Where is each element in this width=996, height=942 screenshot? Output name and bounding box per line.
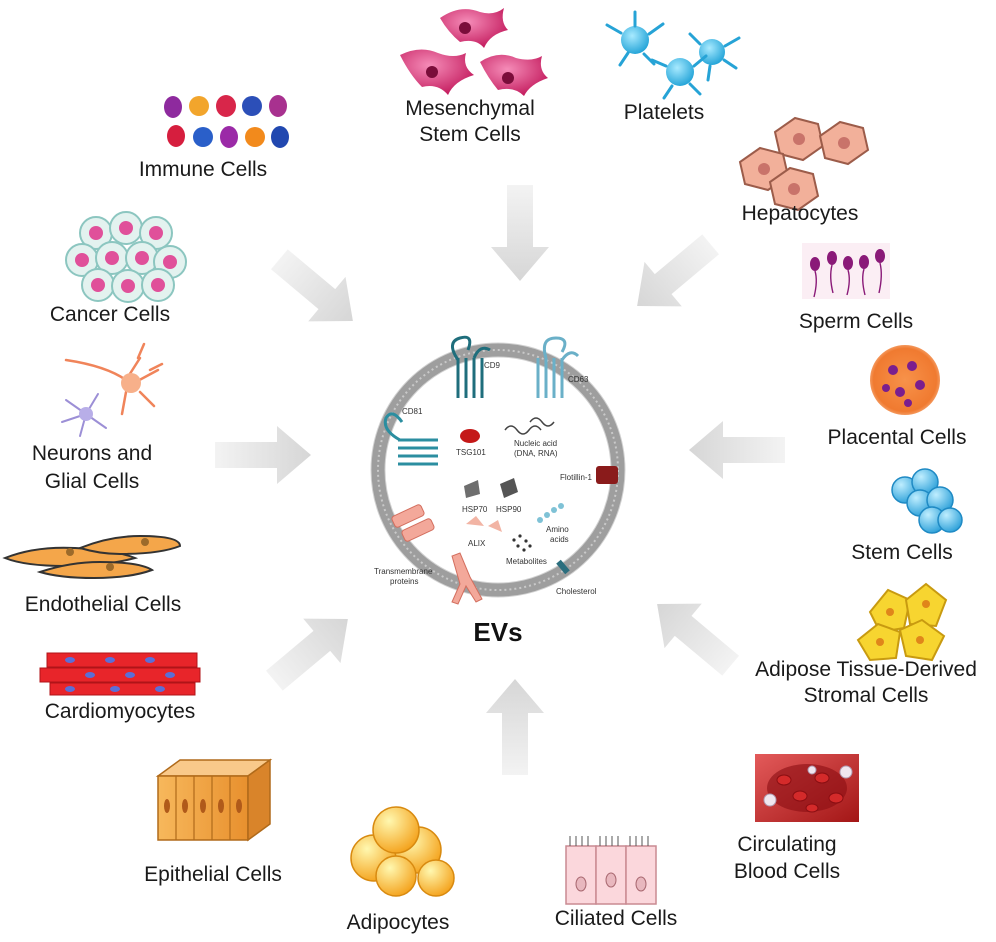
label-endothelial-cells: Endothelial Cells [24,593,182,616]
label-circulating-1: Circulating [737,833,837,856]
adipocytes-illustration [350,806,455,897]
label-metabolites: Metabolites [506,557,547,566]
label-ciliated-cells: Ciliated Cells [554,907,678,930]
cardiomyocytes-illustration [39,652,201,696]
label-alix: ALIX [468,539,486,548]
label-sperm-cells: Sperm Cells [798,310,914,333]
label-tsg101: TSG101 [456,448,486,457]
label-mesenchymal-1: Mesenchymal [405,97,535,120]
transmembrane-shape [391,504,483,605]
label-amino-2: acids [550,535,569,544]
arrow-placental [689,421,785,479]
arrows [215,185,785,775]
arrow-adipose [657,603,739,676]
cholesterol-shape [556,559,570,575]
label-hepatocytes: Hepatocytes [741,202,859,225]
label-cd9: CD9 [484,361,501,370]
mesenchymal-stem-cells-illustration [400,8,548,96]
cd81-protein [383,412,438,466]
platelets-illustration [605,10,741,100]
label-immune-cells: Immune Cells [138,158,268,181]
label-cancer-cells: Cancer Cells [49,303,171,326]
label-epithelial-cells: Epithelial Cells [144,863,282,886]
immune-cells-illustration [164,95,289,148]
arrow-immune [271,249,353,322]
arrow-cardio [266,618,348,691]
ev-title: EVs [473,617,523,647]
cancer-cells-illustration [65,211,187,303]
arrow-ciliated [486,679,544,775]
label-transmembrane: Transmembrane [374,567,433,576]
label-amino: Amino [546,525,569,534]
sperm-cells-illustration [802,243,890,299]
arrow-hepatocytes [637,234,719,307]
amino-acids-shape [537,503,564,523]
placental-cells-illustration [870,345,940,415]
neurons-glial-illustration [61,342,164,437]
metabolites-shape [512,534,532,552]
label-flotillin: Flotillin-1 [560,473,593,482]
label-hsp90: HSP90 [496,505,522,514]
label-nucleic-2: (DNA, RNA) [514,449,558,458]
flotillin-shape [596,466,618,484]
label-cardiomyocytes: Cardiomyocytes [44,700,196,723]
cd63-protein [536,336,580,398]
alix-shape [466,516,484,526]
hsp90-shape [500,478,518,498]
label-adipose-2: Stromal Cells [803,684,929,707]
circulating-blood-illustration [755,754,859,822]
label-neurons-2: Glial Cells [44,470,140,493]
endothelial-cells-illustration [2,534,182,580]
label-placental-cells: Placental Cells [827,426,967,449]
hsp70-shape [464,480,480,498]
nucleic-acid-shape [504,425,542,435]
cd9-protein [451,335,491,398]
ciliated-cells-illustration [565,836,657,905]
label-transmembrane-2: proteins [390,577,418,586]
label-stem-cells: Stem Cells [851,541,953,564]
label-mesenchymal-2: Stem Cells [419,123,521,146]
adipose-stromal-illustration [856,582,948,662]
label-cd81: CD81 [402,407,423,416]
label-cd63: CD63 [568,375,589,384]
label-neurons-1: Neurons and [31,442,153,465]
label-adipose-1: Adipose Tissue-Derived [755,658,977,681]
label-nucleic: Nucleic acid [514,439,557,448]
label-hsp70: HSP70 [462,505,488,514]
label-adipocytes: Adipocytes [346,911,450,934]
arrow-neurons [215,426,311,484]
label-cholesterol: Cholesterol [556,587,597,596]
ev-vesicle: CD9 CD63 CD81 TSG101 Nucleic acid (DNA, … [370,335,626,605]
arrow-mesenchymal [491,185,549,281]
stem-cells-illustration [891,468,963,534]
hepatocytes-illustration [738,116,870,212]
epithelial-cells-illustration [155,758,273,842]
label-platelets: Platelets [623,101,705,124]
tsg101-shape [460,429,480,443]
label-circulating-2: Blood Cells [733,860,841,883]
